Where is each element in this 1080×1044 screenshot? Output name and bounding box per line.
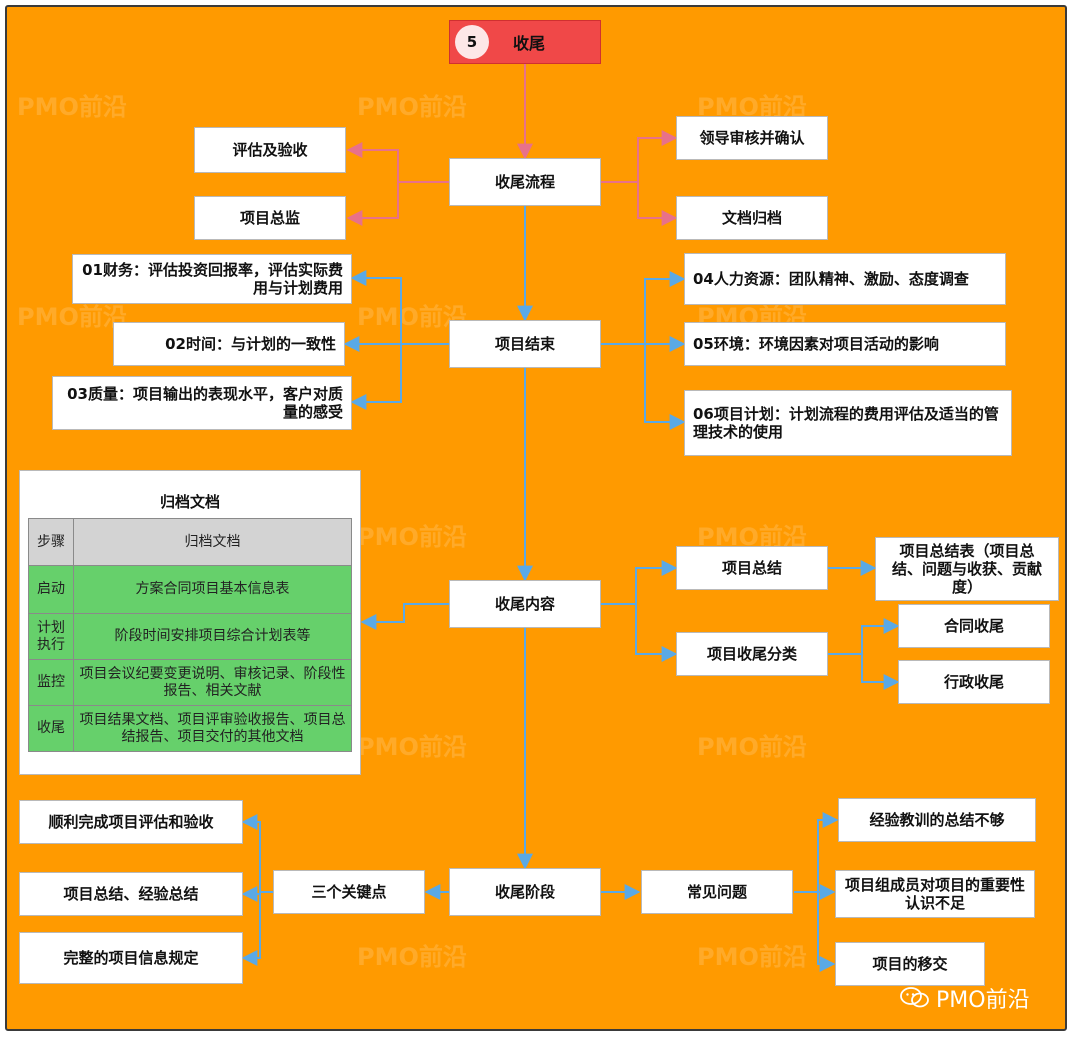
table-header-step: 步骤 bbox=[28, 518, 74, 566]
title-node[interactable]: 5 收尾 bbox=[449, 20, 601, 64]
node-admin-close[interactable]: 行政收尾 bbox=[898, 660, 1050, 704]
watermark: PMO前沿 bbox=[357, 733, 467, 761]
table-cell-step: 启动 bbox=[28, 565, 74, 614]
node-director[interactable]: 项目总监 bbox=[194, 196, 346, 240]
table-row: 监控 项目会议纪要变更说明、审核记录、阶段性报告、相关文献 bbox=[28, 659, 352, 706]
node-content[interactable]: 收尾内容 bbox=[449, 580, 601, 628]
node-key2[interactable]: 项目总结、经验总结 bbox=[19, 872, 243, 916]
wechat-icon bbox=[900, 987, 929, 1008]
table-cell-step: 收尾 bbox=[28, 705, 74, 752]
node-contract-close[interactable]: 合同收尾 bbox=[898, 604, 1050, 648]
node-issues[interactable]: 常见问题 bbox=[641, 870, 793, 914]
table-cell-doc: 阶段时间安排项目综合计划表等 bbox=[73, 613, 352, 660]
node-classify[interactable]: 项目收尾分类 bbox=[676, 632, 828, 676]
table-cell-step: 计划执行 bbox=[28, 613, 74, 660]
node-three-keys[interactable]: 三个关键点 bbox=[273, 870, 425, 914]
table-cell-step: 监控 bbox=[28, 659, 74, 706]
node-doc-archive[interactable]: 文档归档 bbox=[676, 196, 828, 240]
node-process[interactable]: 收尾流程 bbox=[449, 158, 601, 206]
node-summary-table[interactable]: 项目总结表（项目总结、问题与收获、贡献度） bbox=[875, 537, 1059, 601]
title-label: 收尾 bbox=[513, 34, 546, 53]
table-header-row: 步骤 归档文档 bbox=[28, 518, 352, 566]
table-header-doc: 归档文档 bbox=[73, 518, 352, 566]
node-hr[interactable]: 04人力资源：团队精神、激励、态度调查 bbox=[684, 253, 1006, 305]
node-key1[interactable]: 顺利完成项目评估和验收 bbox=[19, 800, 243, 844]
node-quality[interactable]: 03质量：项目输出的表现水平，客户对质量的感受 bbox=[52, 376, 352, 430]
node-issue1[interactable]: 经验教训的总结不够 bbox=[838, 798, 1036, 842]
node-finance[interactable]: 01财务：评估投资回报率，评估实际费用与计划费用 bbox=[72, 254, 352, 304]
table-cell-doc: 方案合同项目基本信息表 bbox=[73, 565, 352, 614]
table-cell-doc: 项目结果文档、项目评审验收报告、项目总结报告、项目交付的其他文档 bbox=[73, 705, 352, 752]
node-assess[interactable]: 评估及验收 bbox=[194, 127, 346, 173]
watermark: PMO前沿 bbox=[357, 523, 467, 551]
table-row: 收尾 项目结果文档、项目评审验收报告、项目总结报告、项目交付的其他文档 bbox=[28, 705, 352, 752]
node-stage[interactable]: 收尾阶段 bbox=[449, 868, 601, 916]
node-time[interactable]: 02时间：与计划的一致性 bbox=[113, 322, 345, 366]
node-plan[interactable]: 06项目计划：计划流程的费用评估及适当的管理技术的使用 bbox=[684, 390, 1012, 456]
node-leader-review[interactable]: 领导审核并确认 bbox=[676, 116, 828, 160]
archive-title: 归档文档 bbox=[159, 493, 220, 511]
watermark: PMO前沿 bbox=[697, 943, 807, 971]
watermark: PMO前沿 bbox=[357, 93, 467, 121]
watermark: PMO前沿 bbox=[17, 93, 127, 121]
node-env[interactable]: 05环境：环境因素对项目活动的影响 bbox=[684, 322, 1006, 366]
watermark: PMO前沿 bbox=[697, 733, 807, 761]
node-project-end[interactable]: 项目结束 bbox=[449, 320, 601, 368]
brand-watermark: PMO前沿 bbox=[900, 982, 1030, 1014]
step-number-badge: 5 bbox=[455, 25, 489, 59]
table-row: 计划执行 阶段时间安排项目综合计划表等 bbox=[28, 613, 352, 660]
node-summary[interactable]: 项目总结 bbox=[676, 546, 828, 590]
watermark: PMO前沿 bbox=[357, 943, 467, 971]
archive-panel: 归档文档 步骤 归档文档 启动 方案合同项目基本信息表 计划执行 阶段时间安排项… bbox=[19, 470, 361, 775]
node-issue3[interactable]: 项目的移交 bbox=[835, 942, 985, 986]
table-cell-doc: 项目会议纪要变更说明、审核记录、阶段性报告、相关文献 bbox=[73, 659, 352, 706]
table-row: 启动 方案合同项目基本信息表 bbox=[28, 565, 352, 614]
node-issue2[interactable]: 项目组成员对项目的重要性认识不足 bbox=[835, 870, 1035, 918]
brand-name: PMO前沿 bbox=[936, 988, 1030, 1013]
node-key3[interactable]: 完整的项目信息规定 bbox=[19, 932, 243, 984]
archive-table: 步骤 归档文档 启动 方案合同项目基本信息表 计划执行 阶段时间安排项目综合计划… bbox=[28, 518, 352, 752]
